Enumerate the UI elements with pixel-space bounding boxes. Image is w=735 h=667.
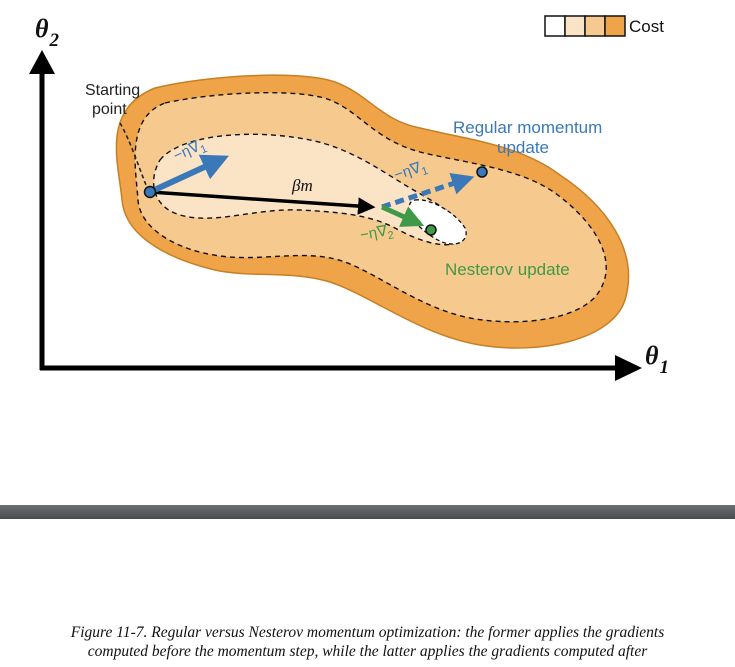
nesterov-gradient-arrow	[380, 204, 425, 227]
legend-swatch-3	[584, 15, 606, 37]
caption-line-2: computed before the momentum step, while…	[87, 643, 648, 660]
y-axis-label: θ2	[35, 14, 60, 51]
nesterov-update-point	[425, 224, 437, 236]
cost-legend: Cost	[544, 15, 664, 37]
starting-point-dot	[143, 185, 157, 199]
beta-m-label: βm	[291, 176, 313, 195]
regular-update-point	[476, 166, 488, 178]
inner-cost-region	[152, 133, 464, 246]
gradient-1-arrow	[148, 154, 229, 195]
legend-label: Cost	[629, 17, 664, 36]
legend-swatch-2	[564, 15, 586, 37]
nesterov-update-label: Nesterov update	[445, 260, 570, 279]
x-axis-arrowhead	[615, 355, 642, 381]
momentum-arrow	[149, 190, 376, 215]
y-axis-arrowhead	[29, 50, 55, 74]
regular-gradient-arrow	[381, 172, 475, 210]
x-axis-label: θ1	[645, 341, 669, 378]
section-divider	[0, 505, 735, 519]
caption-line-1: Figure 11-7. Regular versus Nesterov mom…	[70, 624, 665, 641]
gradient-2-label: −η∇2	[359, 221, 395, 246]
figure-caption: Figure 11-7. Regular versus Nesterov mom…	[0, 623, 735, 661]
legend-swatch-4	[604, 15, 626, 37]
legend-swatch-1	[544, 15, 566, 37]
